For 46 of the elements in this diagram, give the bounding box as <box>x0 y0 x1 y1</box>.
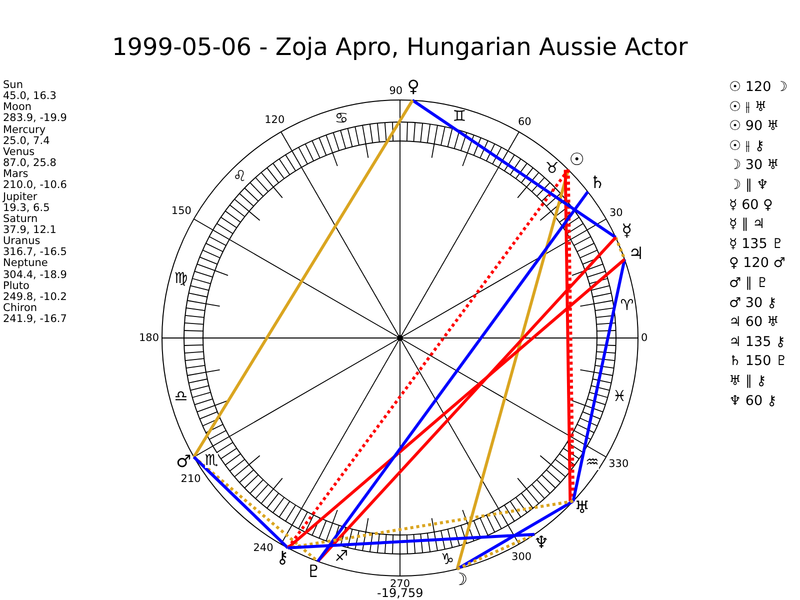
planet-position: 283.9, -19.9 <box>3 113 67 124</box>
degree-label: 0 <box>641 332 648 344</box>
planet-name: Mercury <box>3 124 46 136</box>
planet-name: Moon <box>3 102 32 114</box>
planet-position: 25.0, 7.4 <box>3 136 50 147</box>
planet-position: 37.9, 12.1 <box>3 224 56 236</box>
planet-position: 19.3, 6.5 <box>3 202 50 214</box>
aspect-entry: ♆ 60 ⚷ <box>729 394 777 408</box>
aspect-entry: ☉ ⫲ ⚷ <box>729 138 765 153</box>
aspect-entry: ♂ ∥ ♇ <box>729 276 769 290</box>
planet-name: Pluto <box>3 280 30 292</box>
aspect-entry: ☽ 30 ♅ <box>729 158 779 173</box>
degree-label: 90 <box>389 86 403 97</box>
aspect-entry: ♃ 60 ♅ <box>729 315 779 330</box>
planet-name: Mars <box>3 169 28 180</box>
aspect-entry: ♀ 120 ♂ <box>729 256 786 271</box>
aspect-entry: ☉ ⫲ ♅ <box>729 100 767 114</box>
aspect-entry: ♅ ∥ ⚷ <box>729 374 766 388</box>
aspect-entry: ☿ 60 ♀ <box>729 198 773 212</box>
planet-name: Jupiter <box>3 192 38 203</box>
aspect-entry: ☿ 135 ♇ <box>729 236 784 251</box>
aspect-entry: ♂ 30 ⚷ <box>729 296 777 310</box>
chart-title: 1999-05-06 - Zoja Apro, Hungarian Aussie Actor <box>112 34 688 60</box>
planet-name: Saturn <box>3 214 38 225</box>
planet-position: 45.0, 16.3 <box>3 91 56 102</box>
planet-name: Chiron <box>3 303 38 314</box>
planet-name: Sun <box>3 80 23 91</box>
aspect-entry: ☿ ∥ ♃ <box>729 217 765 232</box>
planet-position: 316.7, -16.5 <box>3 247 67 258</box>
aspect-entry: ☉ 120 ☽ <box>729 80 788 94</box>
aspect-entry: ♃ 135 ⚷ <box>729 334 786 349</box>
chart-note: -19,759 <box>377 586 424 600</box>
planet-position: 241.9, -16.7 <box>3 314 67 326</box>
planet-position: 87.0, 25.8 <box>3 158 56 170</box>
aspect-entry: ☉ 90 ♅ <box>729 119 779 134</box>
planet-position: 210.0, -10.6 <box>3 180 67 192</box>
planet-name: Neptune <box>3 258 48 270</box>
planet-position: 249.8, -10.2 <box>3 292 67 303</box>
degree-label: 180 <box>139 332 160 344</box>
aspect-entry: ☽ ∥ ♆ <box>729 178 769 192</box>
planet-name: Venus <box>3 146 35 158</box>
planet-glyph: ♀ <box>407 79 420 98</box>
planet-glyph: ☽ <box>452 572 468 590</box>
planet-name: Uranus <box>3 236 40 248</box>
aspect-entry: ♄ 150 ♇ <box>729 354 788 369</box>
planet-position: 304.4, -18.9 <box>3 270 67 281</box>
